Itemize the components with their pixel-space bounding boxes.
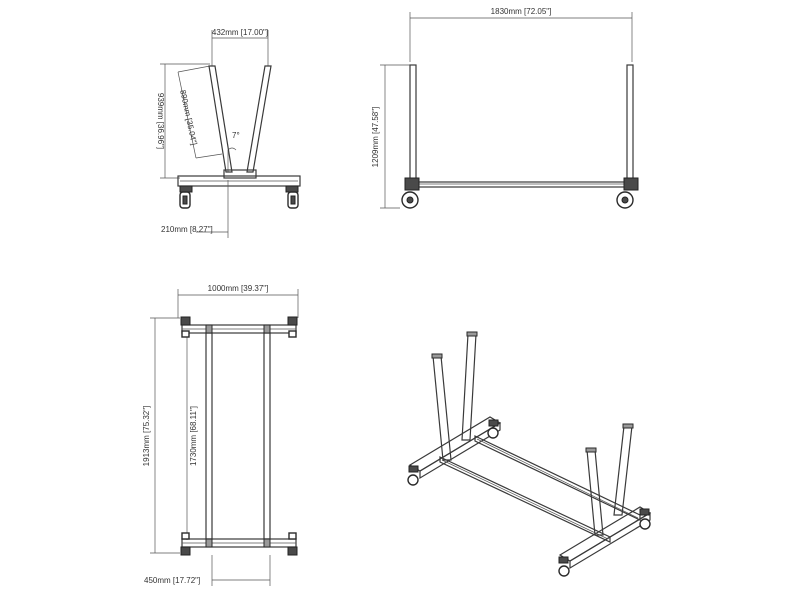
side-view: 1830mm [72.05"] 1209mm [47.58"] bbox=[371, 7, 639, 209]
front-angle-label: 7° bbox=[232, 131, 240, 140]
front-top-width-label: 432mm [17.00"] bbox=[212, 28, 268, 37]
top-width-label: 1000mm [39.37"] bbox=[208, 284, 269, 293]
front-offset-label: 210mm [8.27"] bbox=[161, 225, 213, 234]
top-view: 1000mm [39.37"] 1913mm [75.32"] 1730mm [… bbox=[142, 284, 299, 586]
side-width-label: 1830mm [72.05"] bbox=[491, 7, 552, 16]
front-total-height-label: 939mm [36.96"] bbox=[156, 93, 165, 149]
top-total-length-label: 1913mm [75.32"] bbox=[142, 406, 151, 467]
top-bottom-width-label: 450mm [17.72"] bbox=[144, 576, 200, 585]
isometric-view bbox=[407, 331, 652, 577]
front-post-length-label: 890mm [35.04"] bbox=[178, 89, 198, 146]
front-view: 432mm [17.00"] 939mm [36.96"] 890mm [35.… bbox=[156, 28, 301, 238]
side-height-label: 1209mm [47.58"] bbox=[371, 107, 380, 168]
top-inner-length-label: 1730mm [68.11"] bbox=[189, 406, 198, 466]
